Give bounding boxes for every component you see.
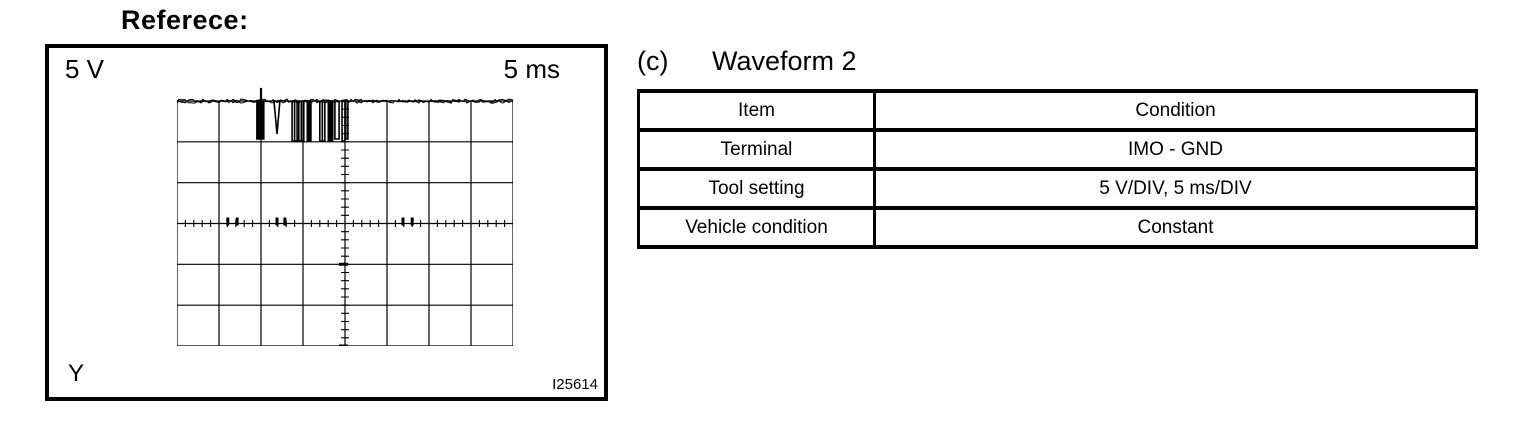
condition-cell: 5 V/DIV, 5 ms/DIV bbox=[873, 167, 1478, 210]
table-row: Tool setting 5 V/DIV, 5 ms/DIV bbox=[637, 167, 1478, 210]
volts-per-div-label: 5 V bbox=[65, 54, 105, 84]
time-per-div-label: 5 ms bbox=[503, 54, 560, 84]
figure-number: I25614 bbox=[552, 376, 598, 393]
table-header-row: Item Condition bbox=[637, 89, 1478, 132]
header-condition-cell: Condition bbox=[873, 89, 1478, 132]
oscilloscope-box: 5 V 5 ms Y I25614 bbox=[45, 44, 608, 401]
condition-cell: IMO - GND bbox=[873, 128, 1478, 171]
item-cell: Tool setting bbox=[637, 167, 876, 210]
header-item-cell: Item bbox=[637, 89, 876, 132]
table-row: Terminal IMO - GND bbox=[637, 128, 1478, 171]
page-title: Referece: bbox=[121, 5, 249, 35]
condition-cell: Constant bbox=[873, 206, 1478, 249]
waveform-condition-table: Item Condition Terminal IMO - GND Tool s… bbox=[637, 89, 1478, 249]
item-cell: Vehicle condition bbox=[637, 206, 876, 249]
item-cell: Terminal bbox=[637, 128, 876, 171]
table-row: Vehicle condition Constant bbox=[637, 206, 1478, 249]
section-index: (c) bbox=[637, 46, 669, 76]
oscilloscope-screen bbox=[177, 87, 513, 346]
channel-label: Y bbox=[68, 360, 85, 387]
section-title: Waveform 2 bbox=[712, 46, 857, 76]
